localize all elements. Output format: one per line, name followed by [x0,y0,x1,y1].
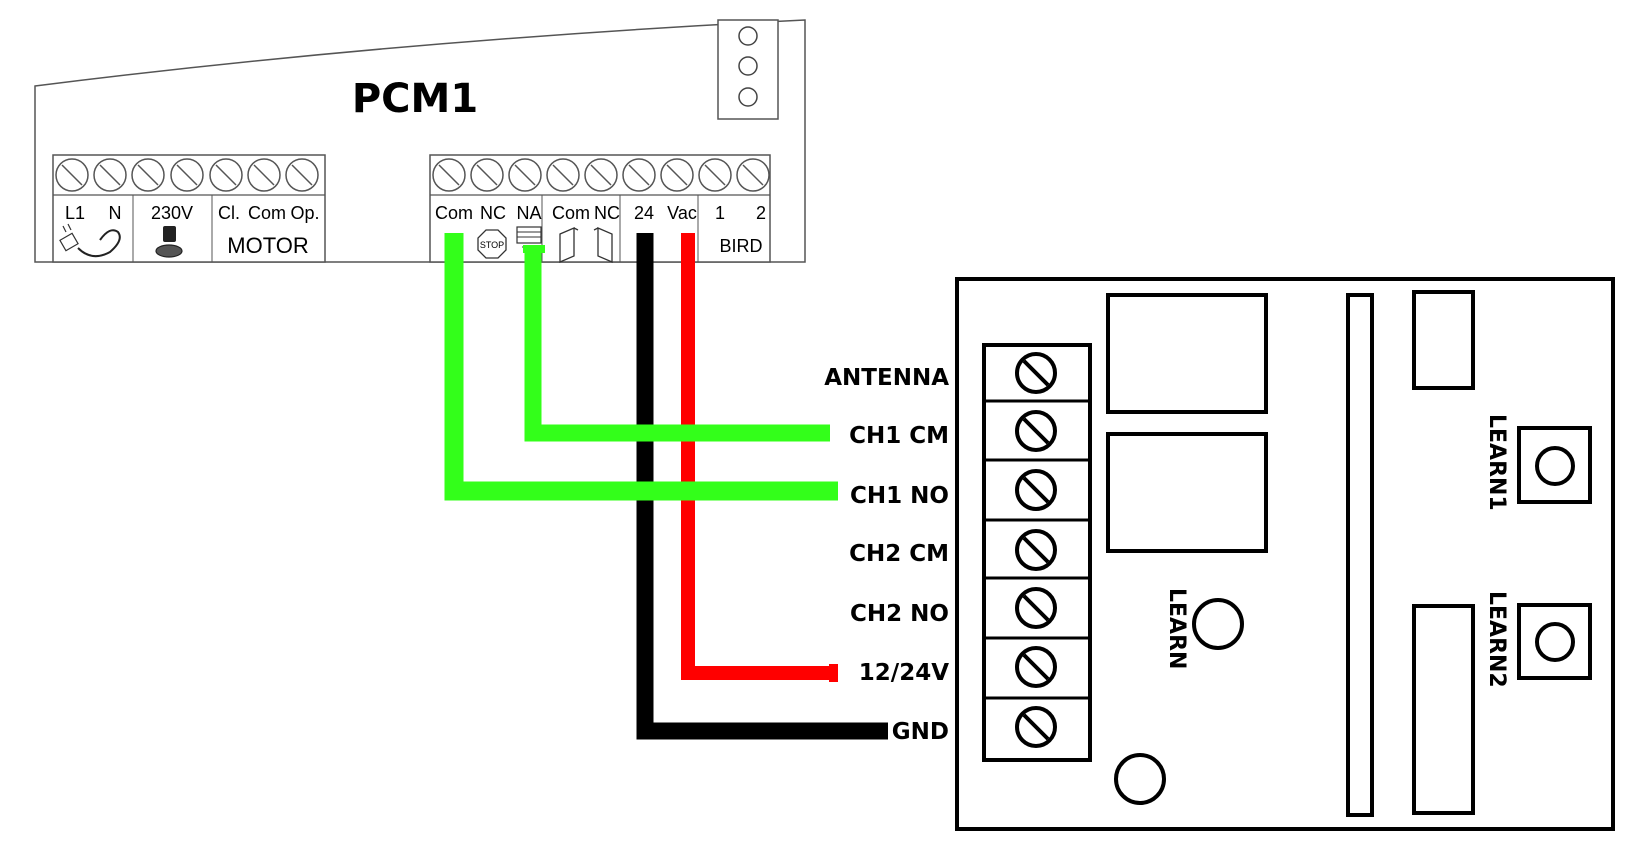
label-op: Op. [290,203,319,223]
wire-black-gnd [636,233,888,740]
receiver-screw [984,352,1090,403]
learn2-label: LEARN2 [1484,591,1509,688]
wire-green-tip [523,245,545,253]
wire-green-ch1-cm [524,248,830,442]
wires [444,233,888,740]
terminal-label-antenna: ANTENNA [824,365,949,391]
terminal-label-ch1-cm: CH1 CM [849,423,949,449]
relay-1 [1106,293,1268,414]
label-bird: BIRD [719,236,762,256]
label-230v: 230V [151,203,193,223]
label-motor: MOTOR [227,233,308,258]
label-nc: NC [480,203,506,223]
wire-green-ch1-no [444,233,838,501]
label-n: N [109,203,122,223]
receiver-screw [984,587,1090,640]
component-bottom [1412,604,1475,815]
mounting-hole [1114,753,1166,805]
terminal-screw [698,158,732,192]
plug-icon [59,223,121,258]
knob-icon [155,226,183,258]
terminal-screw [660,158,694,192]
terminal-block-motor: L1 N 230V Cl. Com Op. MOTOR [52,154,326,263]
label-vac: Vac [667,203,697,223]
label-com: Com [435,203,473,223]
receiver-screw [984,469,1090,522]
terminal-label-gnd: GND [892,719,949,745]
terminal-label-ch2-cm: CH2 CM [849,541,949,567]
receiver-screw [984,529,1090,580]
label-2: 2 [756,203,766,223]
module-slot [1346,293,1374,817]
label-com-motor: Com [248,203,286,223]
terminal-screw [736,158,770,192]
terminal-screw [209,158,243,192]
relay-2 [1106,432,1268,553]
learn-button[interactable] [1192,598,1244,650]
label-na: NA [516,203,541,223]
component-top [1412,290,1475,390]
stop-label: STOP [480,240,504,250]
label-1: 1 [715,203,725,223]
pcm1-board: PCM1 L1 N 230V Cl. Com Op. [34,19,806,263]
stop-icon: STOP [477,229,507,259]
learn1-button[interactable] [1517,426,1592,504]
terminal-screw [432,158,466,192]
receiver-terminal-strip [982,343,1092,762]
terminal-label-ch1-no: CH1 NO [850,483,949,509]
receiver-screw [984,410,1090,462]
terminal-block-control: Com NC NA Com NC 24 Vac 1 2 BIRD STOP [429,154,771,263]
wire-red-12-24v [681,233,832,680]
learn-label: LEARN [1164,588,1189,669]
terminal-screw [622,158,656,192]
label-com-2: Com [552,203,590,223]
terminal-screw [131,158,165,192]
label-cl: Cl. [218,203,240,223]
learn2-button[interactable] [1517,603,1592,680]
terminal-screw [584,158,618,192]
label-nc-2: NC [594,203,620,223]
terminal-screw [247,158,281,192]
receiver-screw [1015,706,1057,748]
limit-switch-closed-icon [593,227,613,263]
terminal-screw [170,158,204,192]
terminal-screw [93,158,127,192]
wire-red-end [829,664,838,682]
terminal-screw [55,158,89,192]
pcm1-connector [717,19,779,120]
terminal-screw [285,158,319,192]
terminal-screw [546,158,580,192]
receiver-screw [984,646,1090,700]
terminal-label-12-24v: 12/24V [859,660,949,686]
receiver-board: LEARN LEARN1 LEARN2 ANTENNA CH1 CM CH1 N… [824,277,1615,831]
terminal-screw [508,158,542,192]
terminal-label-ch2-no: CH2 NO [850,601,949,627]
label-24: 24 [634,203,654,223]
limit-switch-open-icon [559,227,579,263]
learn1-label: LEARN1 [1484,414,1509,511]
terminal-screw [470,158,504,192]
label-l1: L1 [65,203,85,223]
pcm1-title: PCM1 [352,76,478,122]
